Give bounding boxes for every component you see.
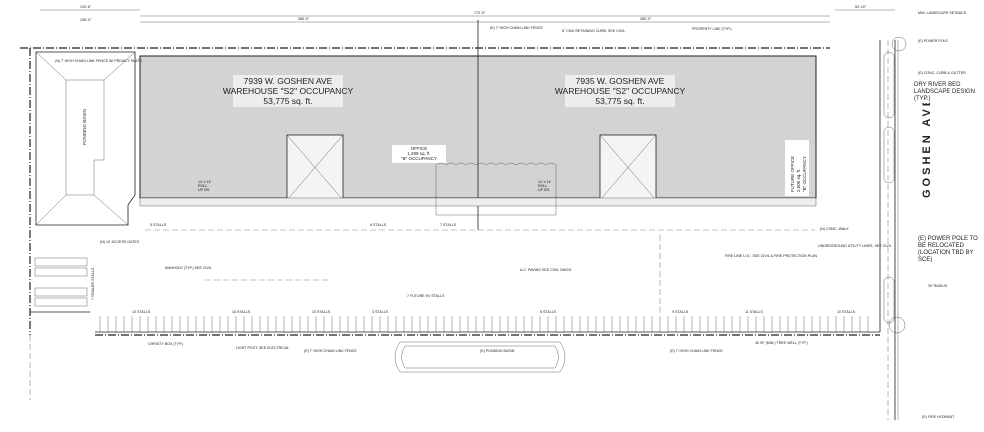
building-address: 7939 W. GOSHEN AVE	[244, 76, 333, 86]
dry-river-note: DRY RIVER BED LANDSCAPE DESIGN (TYP.)	[914, 82, 976, 103]
svg-text:(E) 7' HIGH CHAIN LINK FENCE: (E) 7' HIGH CHAIN LINK FENCE	[304, 349, 357, 353]
street-name: GOSHEN AVE	[921, 96, 933, 198]
dim-right-top: 52'-10"	[855, 5, 867, 9]
svg-text:(N) CONC. WALK: (N) CONC. WALK	[820, 227, 849, 231]
goshen-ave: GOSHEN AVE	[879, 36, 933, 420]
annotations: (N) 7' HIGH CHAIN LINK FENCE W/ PRIVACY …	[55, 11, 967, 419]
dock-right	[599, 134, 657, 204]
power-pole-relocate-note: (E) POWER POLE TO BE RELOCATED (LOCATION…	[918, 236, 980, 264]
svg-text:(E) 7' HIGH CHAIN LINK FENCE: (E) 7' HIGH CHAIN LINK FENCE	[670, 349, 723, 353]
svg-text:11 STALLS: 11 STALLS	[745, 310, 763, 314]
svg-text:(E) PONDING BASIN: (E) PONDING BASIN	[480, 349, 515, 353]
dim-left-half: 385'-0"	[298, 17, 310, 21]
dim-left-inner: 108'-0"	[80, 18, 92, 22]
svg-text:2,500 sq. ft.: 2,500 sq. ft.	[796, 168, 801, 192]
ponding-basin: PONDING BASIN	[35, 51, 136, 226]
svg-text:6 STALLS: 6 STALLS	[370, 223, 387, 227]
svg-text:OFFICE: OFFICE	[411, 146, 428, 151]
svg-text:FIRE LINE U.G., SEE CIVIL & FI: FIRE LINE U.G., SEE CIVIL & FIRE PROTECT…	[725, 254, 818, 258]
parking-stalls	[99, 316, 869, 332]
future-ev-stalls: 7 FUTURE EV STALLS	[407, 294, 445, 298]
svg-text:7 STALLS: 7 STALLS	[440, 223, 457, 227]
svg-text:5 STALLS: 5 STALLS	[150, 223, 167, 227]
svg-text:MIN. LANDSCAPE SETBACK: MIN. LANDSCAPE SETBACK	[918, 11, 967, 15]
svg-text:10 STALLS: 10 STALLS	[312, 310, 331, 314]
svg-text:(E) 7' HIGH CHAIN LINK FENCE: (E) 7' HIGH CHAIN LINK FENCE	[490, 26, 543, 30]
dock-left	[286, 134, 344, 204]
svg-text:(N) 10' ACCESS GATES: (N) 10' ACCESS GATES	[100, 240, 140, 244]
ponding-basin-label: PONDING BASIN	[82, 109, 87, 145]
stall-labels: 5 STALLS 10 STALLS 16 STALLS 10 STALLS 3…	[91, 223, 856, 314]
svg-text:14' x 14': 14' x 14'	[538, 180, 551, 184]
svg-text:40 SF (MIN.) TREE WELL (TYP.): 40 SF (MIN.) TREE WELL (TYP.)	[755, 341, 808, 345]
building-area: 53,775 sq. ft.	[595, 96, 644, 106]
sidewalk	[139, 197, 817, 207]
building-left-label: 7939 W. GOSHEN AVE WAREHOUSE "S2" OCCUPA…	[223, 75, 354, 107]
building-occupancy: WAREHOUSE "S2" OCCUPANCY	[223, 86, 354, 96]
svg-text:"B" OCCUPANCY: "B" OCCUPANCY	[802, 156, 807, 192]
dim-overall: 770'-0"	[474, 11, 486, 15]
svg-text:(N) 7' HIGH CHAIN LINK FENCE W: (N) 7' HIGH CHAIN LINK FENCE W/ PRIVACY …	[55, 59, 143, 63]
svg-text:UP DR.: UP DR.	[198, 188, 210, 192]
bottom-ponding-basin	[394, 341, 566, 373]
svg-text:14' x 14': 14' x 14'	[198, 180, 211, 184]
svg-text:LIGHT POST, SEE ELECTRICAL: LIGHT POST, SEE ELECTRICAL	[236, 346, 289, 350]
svg-text:9 STALLS: 9 STALLS	[672, 310, 689, 314]
svg-text:CHRISTY BOX (TYP.): CHRISTY BOX (TYP.)	[148, 342, 183, 346]
top-dimensions: 120'-6" 108'-0" 770'-0" 385'-0" 385'-0" …	[40, 5, 895, 23]
building-occupancy: WAREHOUSE "S2" OCCUPANCY	[555, 86, 686, 96]
svg-text:10 STALLS: 10 STALLS	[132, 310, 151, 314]
svg-text:30' RADIUS: 30' RADIUS	[928, 284, 948, 288]
svg-text:(E) FIRE HYDRANT: (E) FIRE HYDRANT	[922, 415, 955, 419]
trailer-stall-row	[30, 257, 90, 313]
svg-text:6" CMU RETAINING CURB, SEE CIV: 6" CMU RETAINING CURB, SEE CIVIL	[562, 29, 625, 33]
dim-right-half: 385'-0"	[640, 17, 652, 21]
svg-text:ROLL: ROLL	[538, 184, 547, 188]
svg-text:3 STALLS: 3 STALLS	[372, 310, 389, 314]
svg-text:UNDERGROUND UTILITY LINES, SEE: UNDERGROUND UTILITY LINES, SEE CIVIL	[818, 244, 892, 248]
dim-left-top: 120'-6"	[80, 5, 92, 9]
future-office: FUTURE OFFICE 2,500 sq. ft. "B" OCCUPANC…	[785, 140, 809, 196]
svg-text:FUTURE OFFICE: FUTURE OFFICE	[790, 156, 795, 192]
office: OFFICE 1,299 sq. ft. "B" OCCUPANCY	[392, 145, 557, 216]
building-right-label: 7935 W. GOSHEN AVE WAREHOUSE "S2" OCCUPA…	[555, 75, 686, 107]
building-area: 53,775 sq. ft.	[263, 96, 312, 106]
svg-text:ROLL: ROLL	[198, 184, 207, 188]
svg-text:(E) POWER POLE: (E) POWER POLE	[918, 39, 949, 43]
building-address: 7935 W. GOSHEN AVE	[576, 76, 665, 86]
svg-text:MANHOLE (TYP.) SEE CIVIL: MANHOLE (TYP.) SEE CIVIL	[165, 266, 212, 270]
svg-text:UP DR.: UP DR.	[538, 188, 550, 192]
svg-text:8 STALLS: 8 STALLS	[540, 310, 557, 314]
svg-text:PROPERTY LINE (TYP.): PROPERTY LINE (TYP.)	[692, 27, 732, 31]
svg-text:"B" OCCUPANCY: "B" OCCUPANCY	[401, 156, 437, 161]
trailer-stalls: 7 TRAILER STALLS	[91, 267, 95, 300]
svg-text:10 STALLS: 10 STALLS	[837, 310, 856, 314]
svg-text:A.C. PAVING SEE CIVIL DWGS.: A.C. PAVING SEE CIVIL DWGS.	[520, 268, 572, 272]
svg-text:(E) CONC. CURB & GUTTER: (E) CONC. CURB & GUTTER	[918, 71, 966, 75]
svg-text:16 STALLS: 16 STALLS	[232, 310, 251, 314]
svg-text:1,299 sq. ft.: 1,299 sq. ft.	[407, 151, 431, 156]
